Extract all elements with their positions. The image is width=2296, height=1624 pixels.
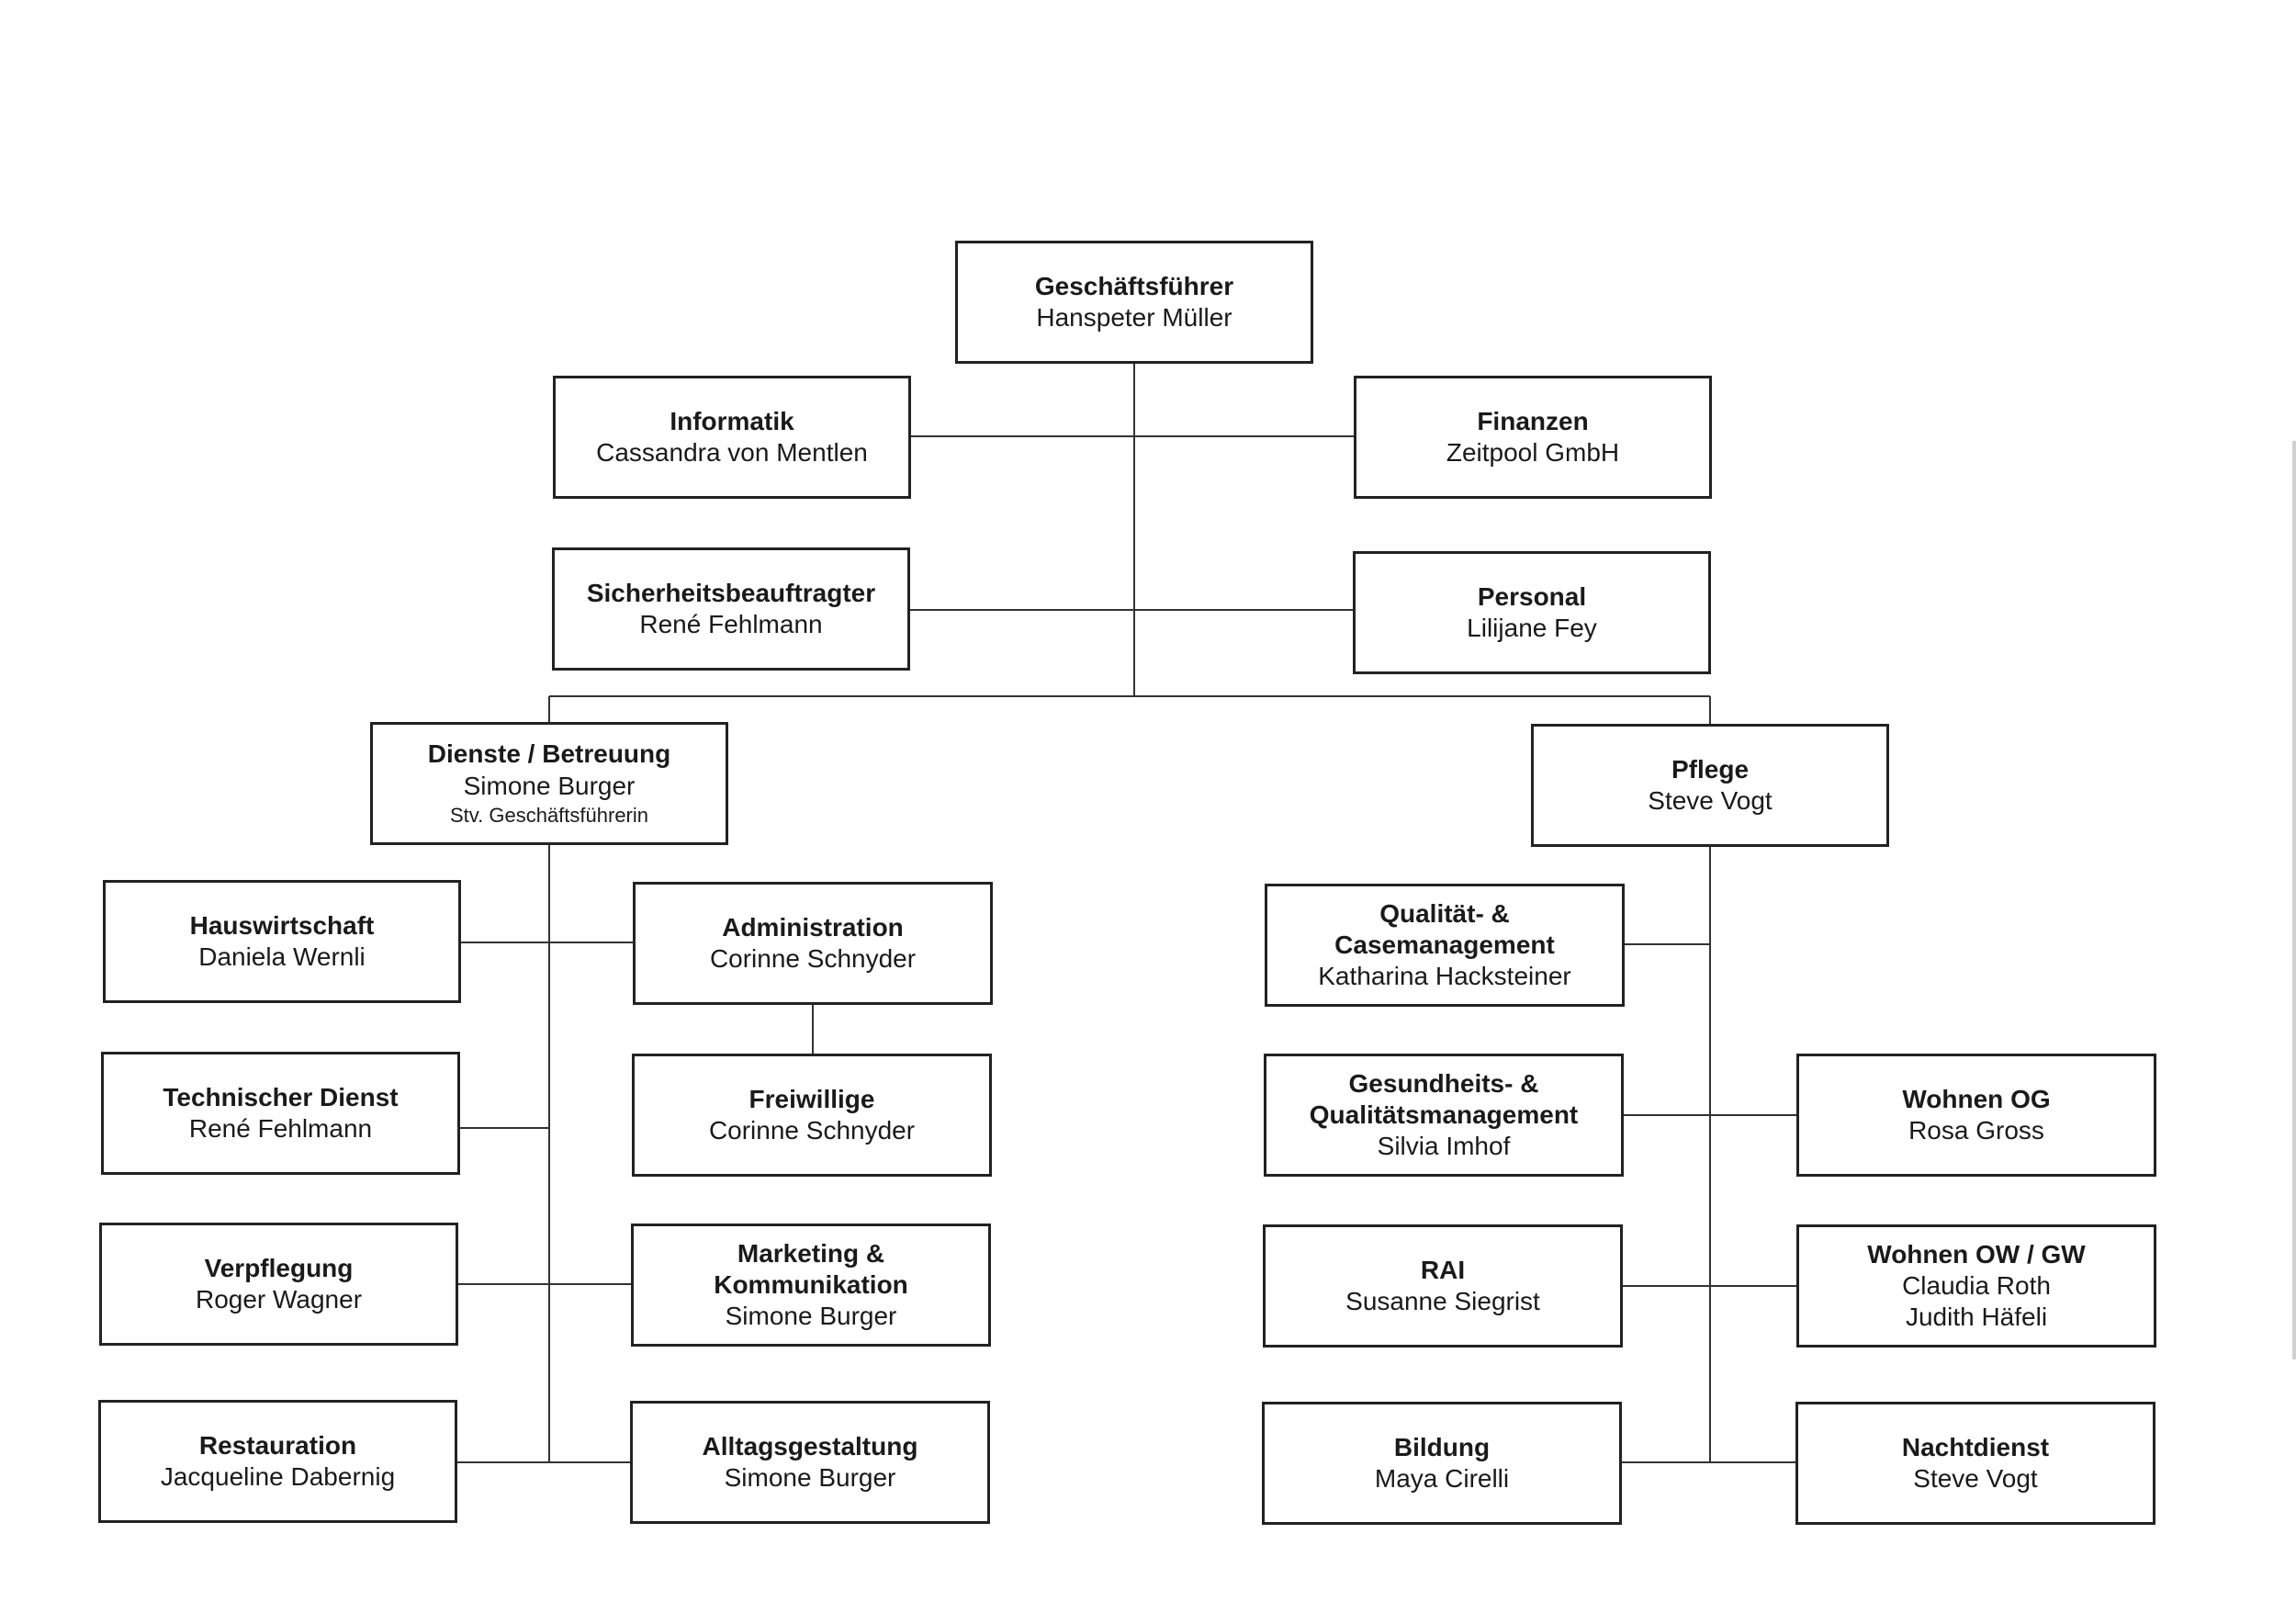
box-title: Restauration [198,1430,357,1460]
box-qualitaet-casemanagement: Qualität- & Casemanagement Katharina Hac… [1265,884,1625,1007]
box-rai: RAI Susanne Siegrist [1263,1224,1623,1348]
box-hauswirtschaft: Hauswirtschaft Daniela Wernli [103,880,461,1003]
box-administration: Administration Corinne Schnyder [633,882,993,1005]
box-note: Stv. Geschäftsführerin [449,803,648,827]
box-finanzen: Finanzen Zeitpool GmbH [1354,376,1712,499]
box-geschaeftsfuehrer: Geschäftsführer Hanspeter Müller [955,241,1313,364]
box-name: Daniela Wernli [198,942,366,971]
box-title: Wohnen OG [1902,1084,2051,1113]
box-title: Technischer Dienst [163,1082,399,1111]
box-personal: Personal Lilijane Fey [1353,551,1711,674]
box-name: Silvia Imhof [1377,1132,1511,1161]
box-name: Hanspeter Müller [1036,303,1232,332]
box-name: Simone Burger [463,771,636,800]
box-name: Lilijane Fey [1467,614,1597,642]
box-title: Geschäftsführer [1034,271,1234,300]
box-dienste-betreuung: Dienste / Betreuung Simone Burger Stv. G… [370,722,728,845]
box-name: René Fehlmann [188,1114,373,1143]
box-name: Zeitpool GmbH [1446,438,1620,467]
box-bildung: Bildung Maya Cirelli [1262,1402,1622,1525]
box-technischer-dienst: Technischer Dienst René Fehlmann [101,1052,460,1175]
scan-edge-mark [2292,441,2296,1359]
box-wohnen-og: Wohnen OG Rosa Gross [1796,1054,2156,1177]
box-alltagsgestaltung: Alltagsgestaltung Simone Burger [630,1401,990,1524]
box-title-line1: Marketing & [737,1238,885,1268]
box-title: Verpflegung [204,1253,354,1282]
box-gesundheits-qualitaetsmanagement: Gesundheits- & Qualitätsmanagement Silvi… [1264,1054,1624,1177]
box-title: Bildung [1393,1432,1491,1461]
box-title-line2: Kommunikation [714,1269,908,1299]
box-name: René Fehlmann [639,610,823,638]
box-marketing-kommunikation: Marketing & Kommunikation Simone Burger [631,1224,991,1347]
box-title: Wohnen OW / GW [1867,1239,2086,1269]
box-informatik: Informatik Cassandra von Mentlen [553,376,911,499]
box-name: Simone Burger [724,1463,896,1492]
box-name: Roger Wagner [195,1285,363,1314]
box-restauration: Restauration Jacqueline Dabernig [98,1400,457,1523]
box-name: Corinne Schnyder [708,1116,916,1145]
box-name: Claudia Roth [1902,1270,2051,1300]
box-name: Simone Burger [725,1302,897,1331]
box-title: Finanzen [1477,406,1589,435]
box-title: Informatik [670,406,794,435]
box-title-line2: Qualitätsmanagement [1309,1100,1579,1129]
box-title: Alltagsgestaltung [702,1431,918,1460]
box-wohnen-ow-gw: Wohnen OW / GW Claudia Roth Judith Häfel… [1796,1224,2156,1348]
box-title: Nachtdienst [1901,1432,2050,1461]
box-name: Jacqueline Dabernig [160,1462,396,1491]
box-name: Rosa Gross [1908,1116,2044,1145]
box-title-line1: Qualität- & [1379,898,1510,928]
box-title-line2: Casemanagement [1334,930,1555,959]
box-name: Corinne Schnyder [709,944,917,973]
box-name: Steve Vogt [1913,1464,2038,1493]
box-name-2: Judith Häfeli [1905,1303,2048,1332]
box-name: Maya Cirelli [1374,1464,1510,1493]
box-title: Freiwillige [748,1084,875,1113]
box-name: Katharina Hacksteiner [1318,962,1571,991]
box-title: Hauswirtschaft [189,910,375,940]
box-pflege: Pflege Steve Vogt [1531,724,1889,847]
box-title: Administration [722,912,904,942]
box-title: Personal [1477,581,1587,611]
box-freiwillige: Freiwillige Corinne Schnyder [632,1054,992,1177]
box-verpflegung: Verpflegung Roger Wagner [99,1223,458,1346]
box-sicherheitsbeauftragter: Sicherheitsbeauftragter René Fehlmann [552,547,910,671]
box-title: Sicherheitsbeauftragter [586,578,876,607]
box-title: Pflege [1671,754,1750,784]
box-title-line1: Gesundheits- & [1348,1068,1539,1098]
box-name: Cassandra von Mentlen [596,438,868,467]
box-name: Steve Vogt [1648,786,1773,815]
box-name: Susanne Siegrist [1345,1287,1540,1315]
box-title: Dienste / Betreuung [427,739,671,769]
box-nachtdienst: Nachtdienst Steve Vogt [1795,1402,2155,1525]
box-title: RAI [1420,1255,1466,1284]
